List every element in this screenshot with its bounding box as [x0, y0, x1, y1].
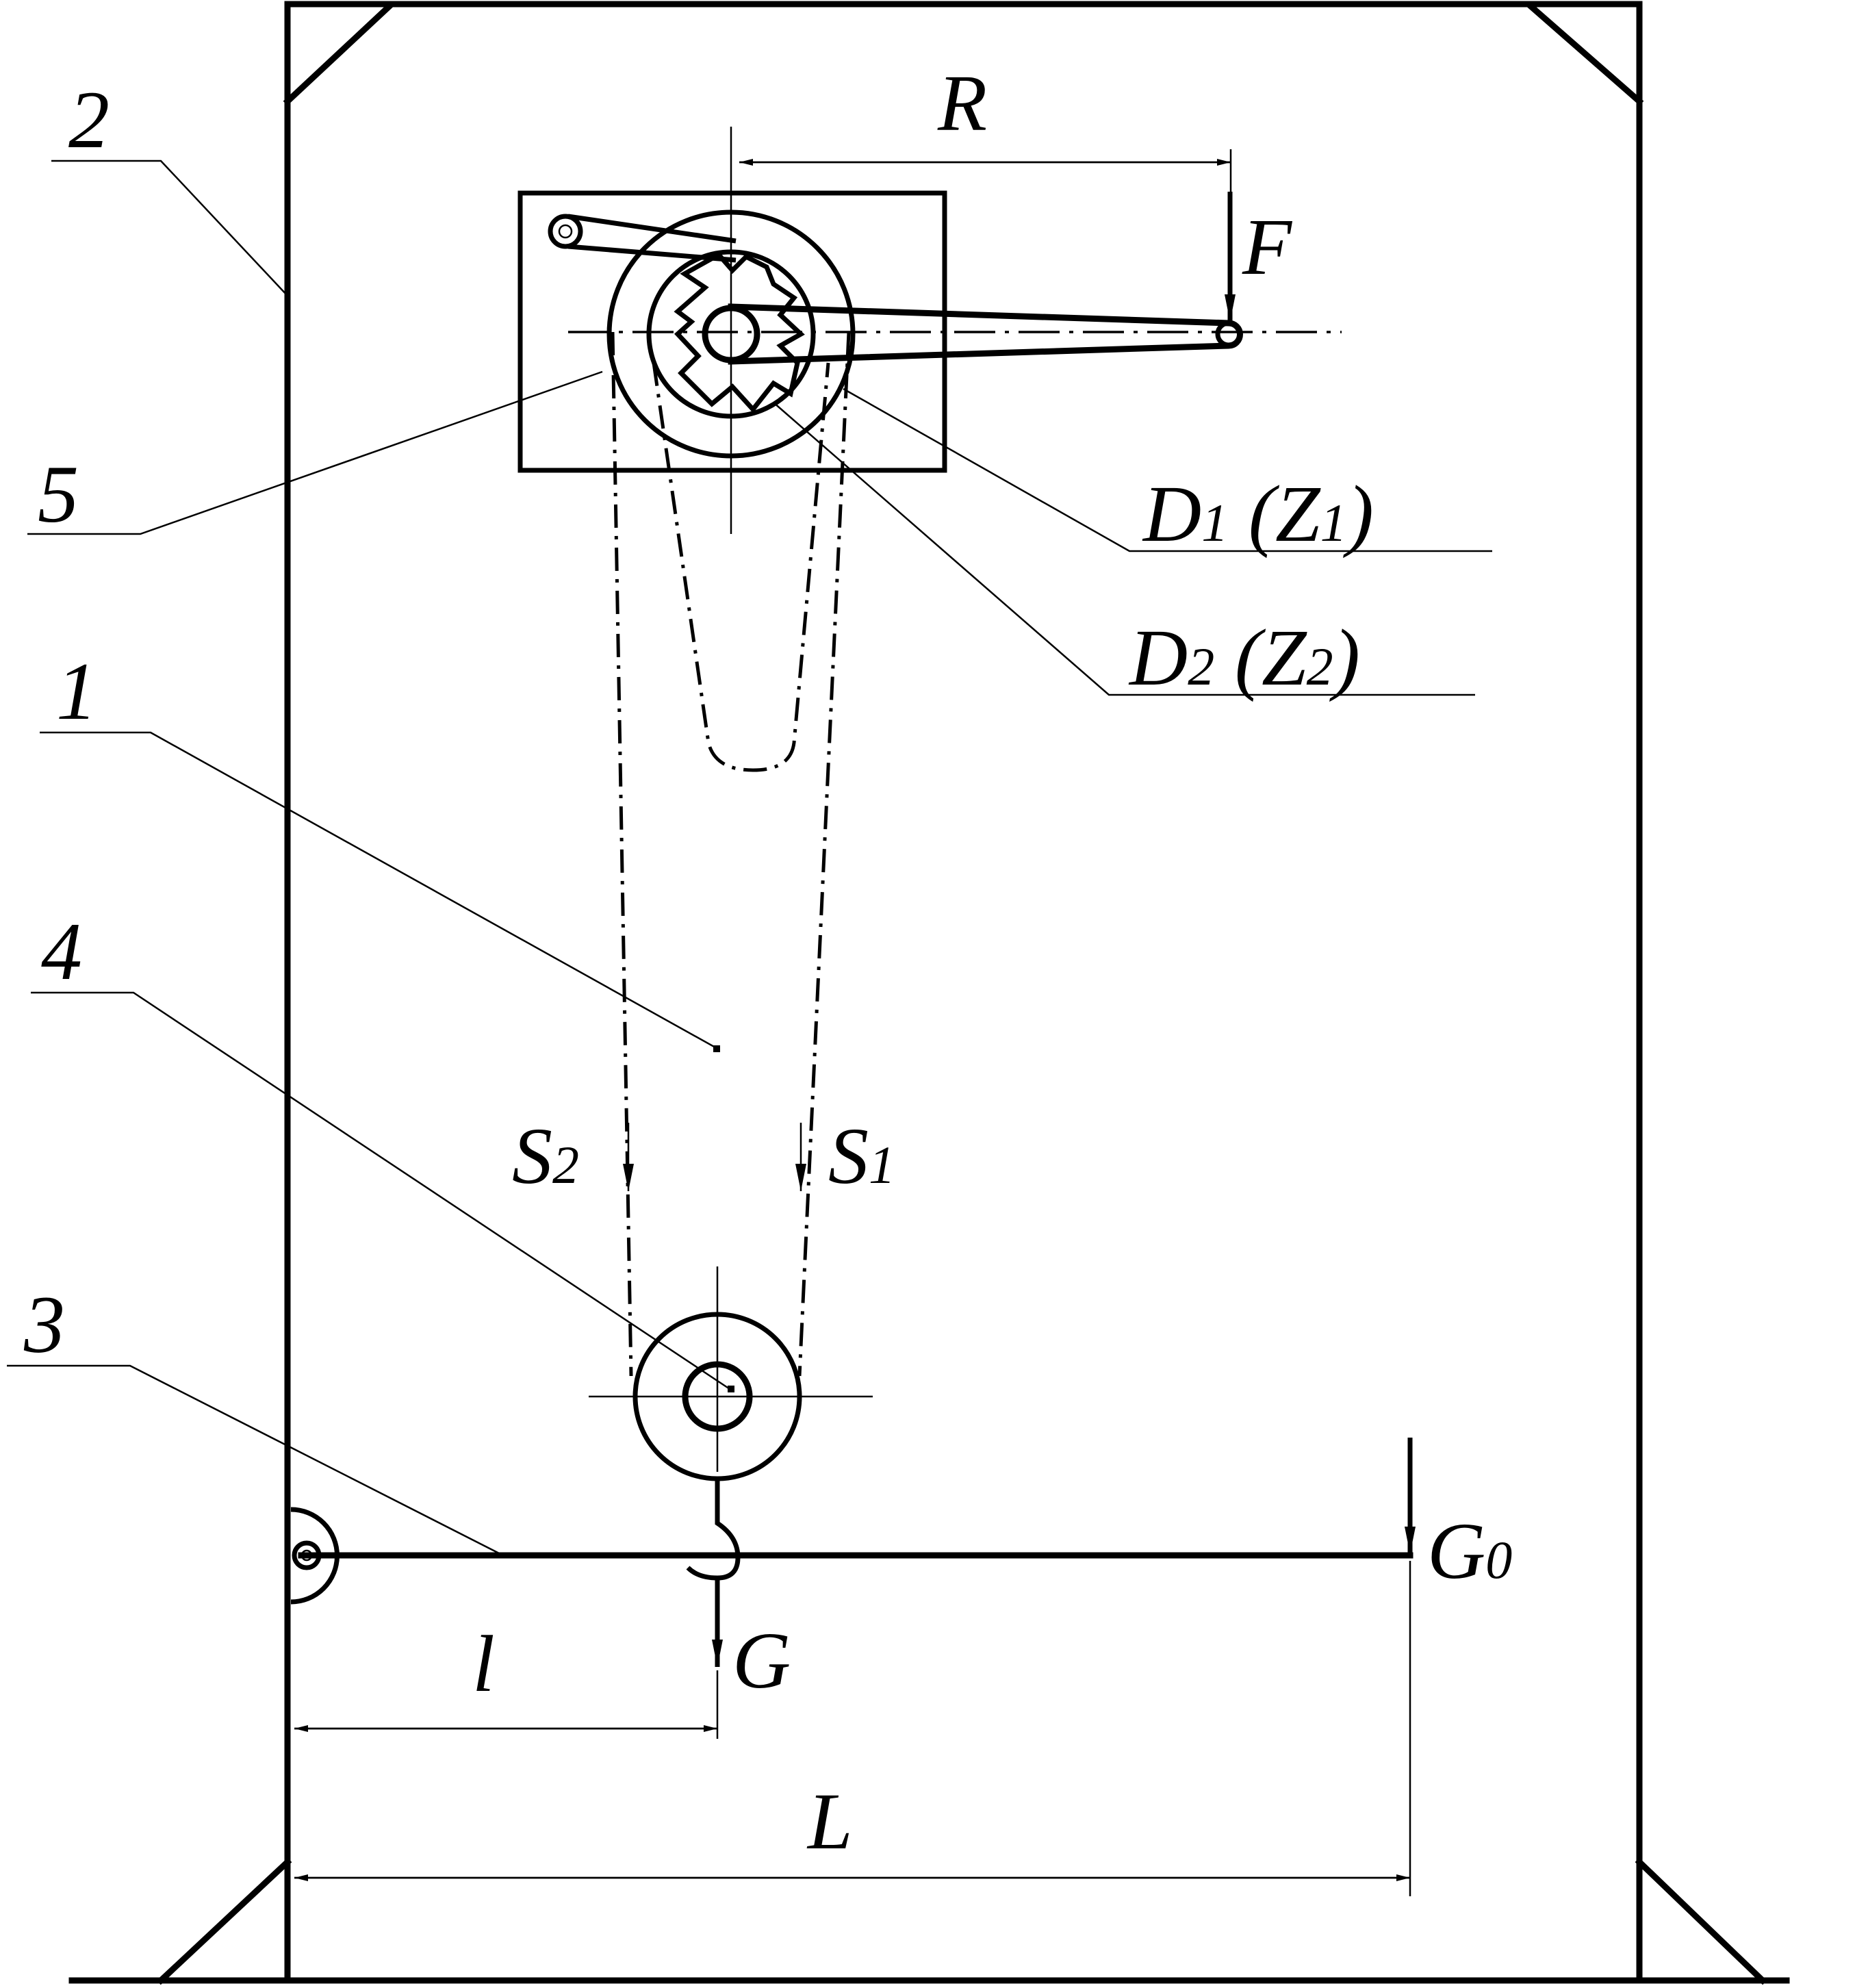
- label-d2: D2 (Z2): [1128, 613, 1360, 702]
- dim-r: [739, 149, 1232, 322]
- chain-run-s2: [611, 331, 633, 1377]
- leader-lines: [7, 160, 1492, 1557]
- part-label-chain: 1: [56, 646, 97, 737]
- part-label-frame: 2: [68, 74, 110, 165]
- lower-centerlines: [589, 1266, 873, 1472]
- label-dim-l-large: L: [806, 1776, 853, 1866]
- label-dim-l-small: l: [472, 1619, 495, 1709]
- crank-handle: [728, 303, 1243, 365]
- pawl-chain-loop: [652, 362, 830, 772]
- chain-run-s1: [797, 331, 851, 1377]
- lower-leader-dot: [728, 1386, 734, 1392]
- dim-l-large: [294, 1561, 1411, 1896]
- label-f: F: [1242, 202, 1293, 292]
- label-s2: S2: [512, 1111, 579, 1201]
- part-label-ratchet: 5: [38, 448, 79, 539]
- label-d1: D1 (Z1): [1142, 469, 1374, 559]
- lever: [290, 1507, 1413, 1605]
- label-g0: G0: [1427, 1506, 1512, 1596]
- pawl-pivot: [548, 214, 737, 263]
- frame: [68, 1, 1790, 1985]
- label-s1: S1: [828, 1111, 895, 1201]
- label-dim-r: R: [937, 58, 987, 148]
- dim-l-small: [294, 1670, 719, 1739]
- label-g: G: [732, 1616, 791, 1705]
- part-label-lever: 3: [23, 1279, 65, 1370]
- load-hook: [686, 1479, 741, 1581]
- upper-centerlines: [568, 127, 1342, 534]
- part-label-lower-sprocket: 4: [41, 906, 82, 997]
- ratchet-teeth: [674, 251, 805, 413]
- chain-leader-dot: [713, 1045, 720, 1052]
